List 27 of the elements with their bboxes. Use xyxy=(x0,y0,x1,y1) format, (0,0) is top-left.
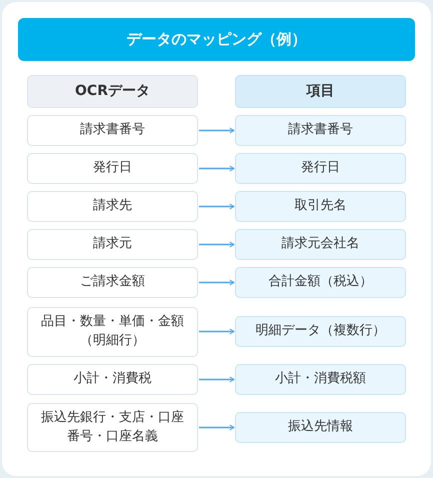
target-field-box: 合計金額（税込） xyxy=(235,267,406,298)
source-field-box: 小計・消費税 xyxy=(27,364,198,395)
target-field-box: 振込先情報 xyxy=(235,412,406,443)
source-field-box: 振込先銀行・支店・口座番号・口座名義 xyxy=(27,403,198,452)
target-field-box: 請求元会社名 xyxy=(235,229,406,260)
source-field-box: 請求元 xyxy=(27,229,198,260)
source-field-box: ご請求金額 xyxy=(27,267,198,298)
source-field-box: 請求先 xyxy=(27,191,198,222)
arrow xyxy=(199,128,234,134)
column-header: 項目 xyxy=(235,75,406,108)
title-banner: データのマッピング（例） xyxy=(18,18,415,61)
target-field-box: 取引先名 xyxy=(235,191,406,222)
arrow xyxy=(199,166,234,172)
arrow xyxy=(199,328,234,334)
column-header: OCRデータ xyxy=(27,75,198,108)
target-field-box: 請求書番号 xyxy=(235,115,406,146)
arrow xyxy=(199,242,234,248)
arrow xyxy=(199,376,234,382)
arrow xyxy=(199,204,234,210)
source-field-box: 発行日 xyxy=(27,153,198,184)
source-field-box: 請求書番号 xyxy=(27,115,198,146)
target-field-box: 明細データ（複数行） xyxy=(235,316,406,347)
source-field-box: 品目・数量・単価・金額（明細行） xyxy=(27,307,198,357)
target-field-box: 小計・消費税額 xyxy=(235,364,406,395)
target-field-box: 発行日 xyxy=(235,153,406,184)
arrow xyxy=(199,424,234,430)
arrow xyxy=(199,280,234,286)
